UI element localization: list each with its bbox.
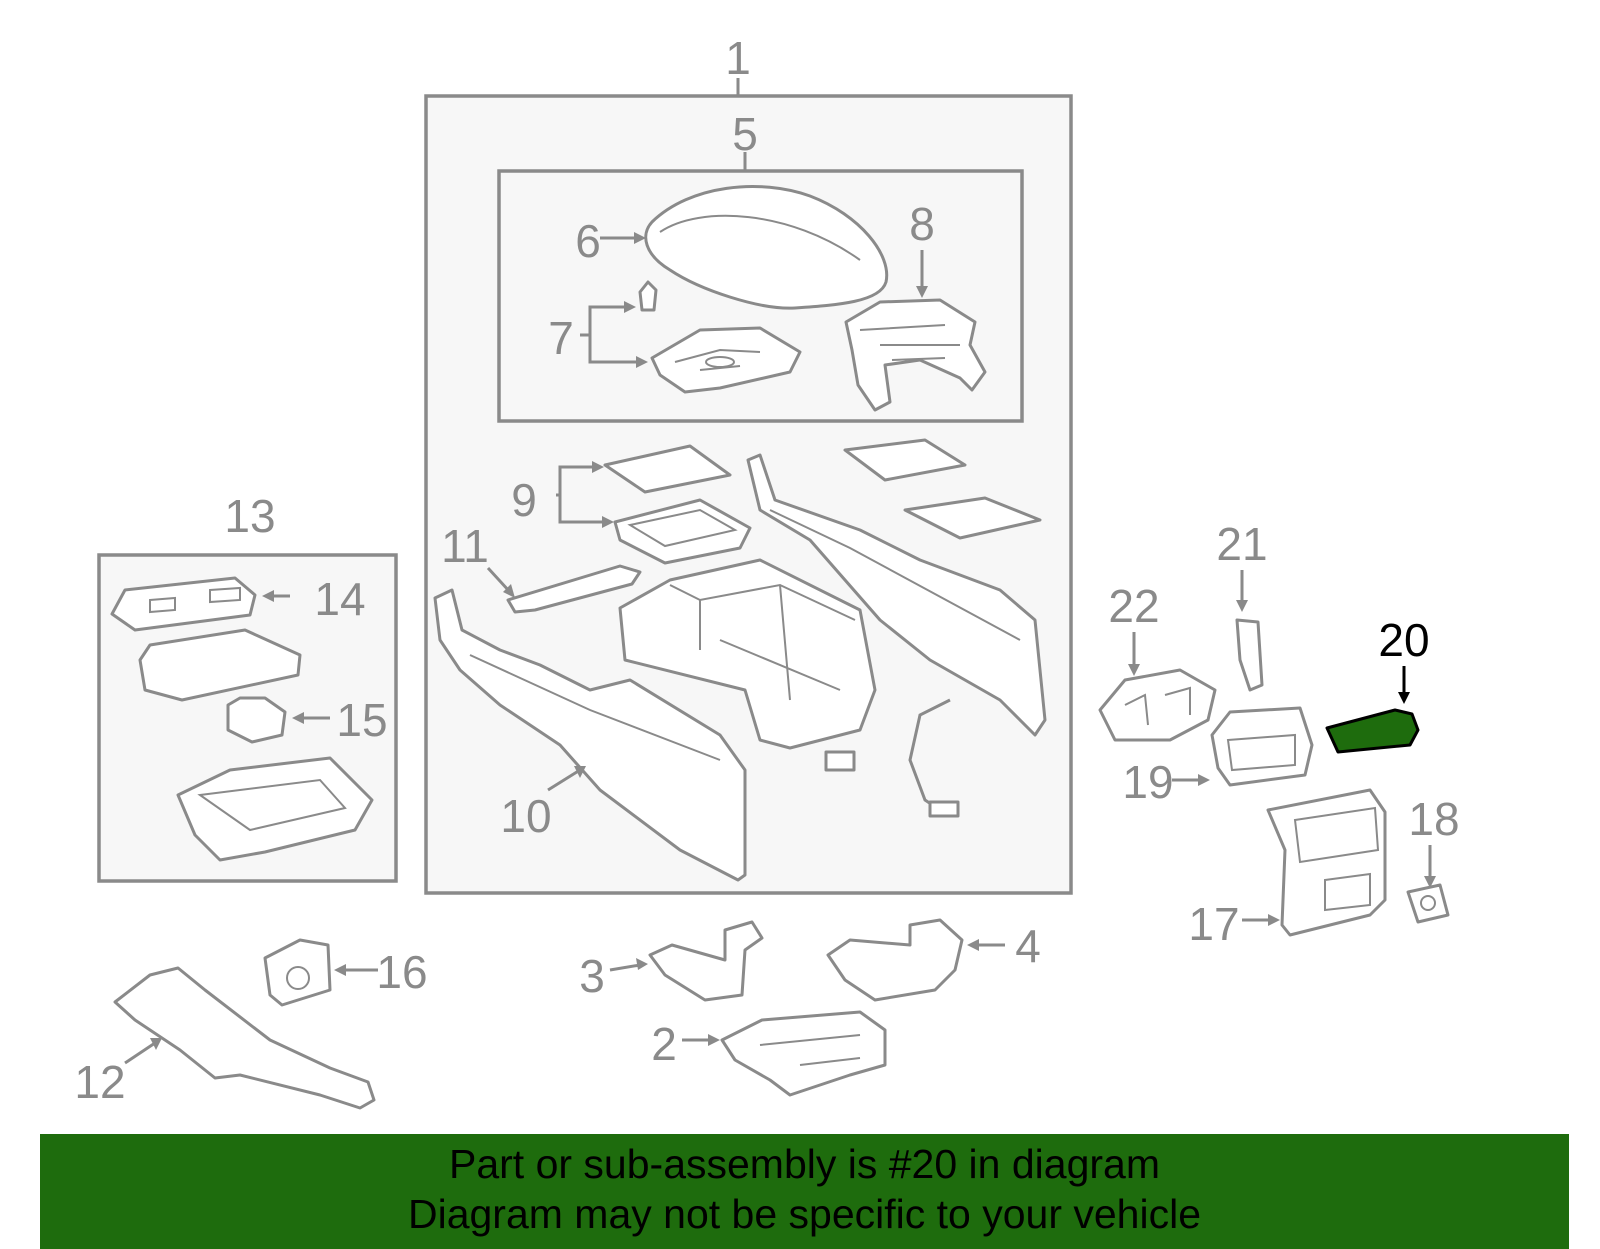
callout-1: 1 — [725, 32, 751, 84]
part-20-highlighted-trim[interactable] — [1325, 708, 1420, 754]
part-17-rear-panel[interactable] — [1266, 788, 1387, 937]
callout-14: 14 — [314, 573, 365, 625]
callout-13: 13 — [224, 490, 275, 542]
part-8-hinge-bracket[interactable] — [844, 298, 987, 412]
callout-4: 4 — [1015, 920, 1041, 972]
part-2-base-bracket[interactable] — [720, 1010, 887, 1097]
console-box-body[interactable] — [618, 558, 877, 750]
callout-11: 11 — [441, 520, 489, 572]
part-7-hinge-base[interactable] — [638, 280, 802, 394]
callout-7: 7 — [548, 312, 574, 364]
console-top-mats[interactable] — [843, 438, 1042, 540]
part-13-storage-lid[interactable] — [138, 628, 302, 702]
callout-20: 20 — [1378, 614, 1429, 666]
banner-line-disclaimer: Diagram may not be specific to your vehi… — [407, 1191, 1201, 1237]
part-9-tray-mats[interactable] — [603, 444, 752, 565]
part-4-bracket[interactable] — [826, 918, 964, 1002]
part-18-plug[interactable] — [1406, 883, 1450, 924]
callout-15: 15 — [336, 694, 387, 746]
part-19-bezel[interactable] — [1210, 706, 1314, 787]
callout-22: 22 — [1108, 580, 1159, 632]
callout-8: 8 — [909, 198, 935, 250]
part-15-switch[interactable] — [226, 696, 287, 744]
console-clip-and-wire[interactable] — [824, 698, 960, 818]
part-12-front-trim[interactable] — [113, 966, 376, 1110]
part-3-bracket[interactable] — [648, 920, 764, 1002]
part-11-trim-strip[interactable] — [506, 564, 642, 614]
callout-12: 12 — [74, 1056, 125, 1108]
callout-10: 10 — [500, 790, 551, 842]
callout-3: 3 — [579, 950, 605, 1002]
callout-19: 19 — [1122, 756, 1173, 808]
callout-5: 5 — [732, 108, 758, 160]
callout-16: 16 — [376, 946, 427, 998]
side-panel-right[interactable] — [746, 453, 1047, 737]
callout-2: 2 — [651, 1018, 677, 1070]
part-13-storage-tray[interactable] — [176, 756, 374, 862]
callout-9: 9 — [511, 474, 537, 526]
info-banner: Part or sub-assembly is #20 in diagram D… — [40, 1134, 1569, 1249]
part-14-switch-panel[interactable] — [110, 576, 257, 632]
part-6-armrest-lid[interactable] — [644, 185, 889, 310]
callout-6: 6 — [575, 215, 601, 267]
part-22-air-vent[interactable] — [1098, 668, 1217, 742]
callout-21: 21 — [1216, 518, 1267, 570]
part-10-side-panel-left[interactable] — [433, 588, 747, 882]
part-21-clip[interactable] — [1235, 618, 1264, 692]
banner-line-part-number: Part or sub-assembly is #20 in diagram — [449, 1141, 1160, 1187]
callout-18: 18 — [1408, 793, 1459, 845]
part-16-bracket[interactable] — [263, 938, 332, 1007]
callout-17: 17 — [1188, 898, 1239, 950]
